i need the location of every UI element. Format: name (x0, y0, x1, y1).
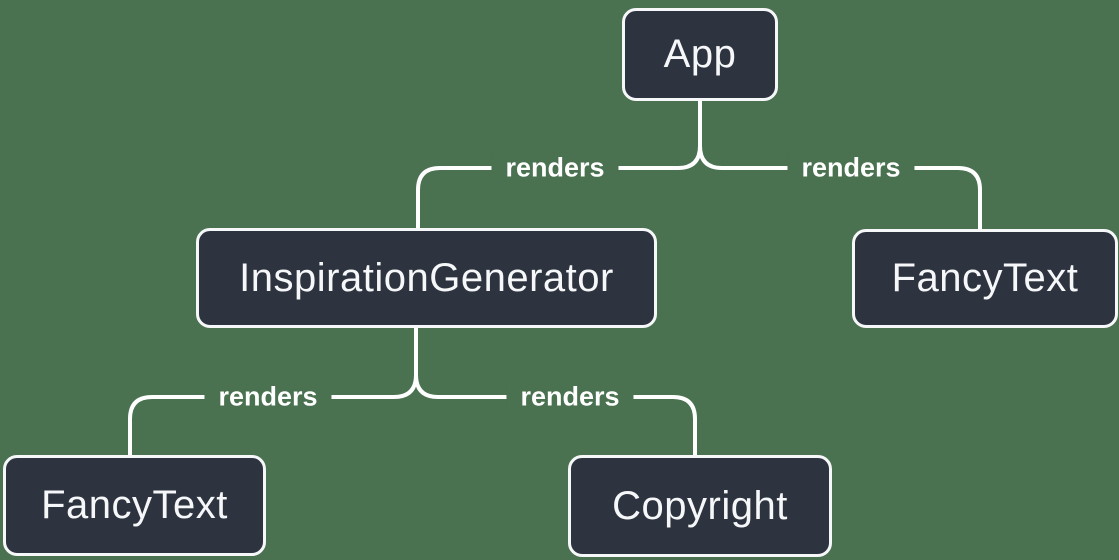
edge-label-renders-inspirationgenerator-fancytext: renders (204, 381, 332, 413)
edge-label-renders-inspirationgenerator-copyright: renders (506, 381, 634, 413)
node-fancy-text-right-label: FancyText (891, 256, 1079, 300)
edge-inspirationgenerator-to-copyright (414, 373, 697, 457)
node-fancy-text-right: FancyText (852, 229, 1118, 328)
node-copyright-label: Copyright (612, 483, 788, 528)
node-inspiration-generator: InspirationGenerator (196, 228, 657, 328)
node-inspiration-generator-label: InspirationGenerator (239, 255, 614, 300)
node-app: App (622, 8, 778, 101)
node-fancy-text-left: FancyText (3, 455, 266, 556)
node-copyright: Copyright (568, 455, 832, 557)
edge-label-renders-app-inspirationgenerator: renders (491, 152, 619, 184)
edge-app-to-inspirationgenerator (416, 144, 702, 230)
node-fancy-text-left-label: FancyText (41, 483, 228, 527)
edge-inspirationgenerator-to-fancytext (128, 373, 418, 457)
node-app-label: App (663, 32, 737, 76)
edge-app-to-fancytext (698, 144, 982, 231)
edge-label-renders-app-fancytext: renders (787, 152, 915, 184)
